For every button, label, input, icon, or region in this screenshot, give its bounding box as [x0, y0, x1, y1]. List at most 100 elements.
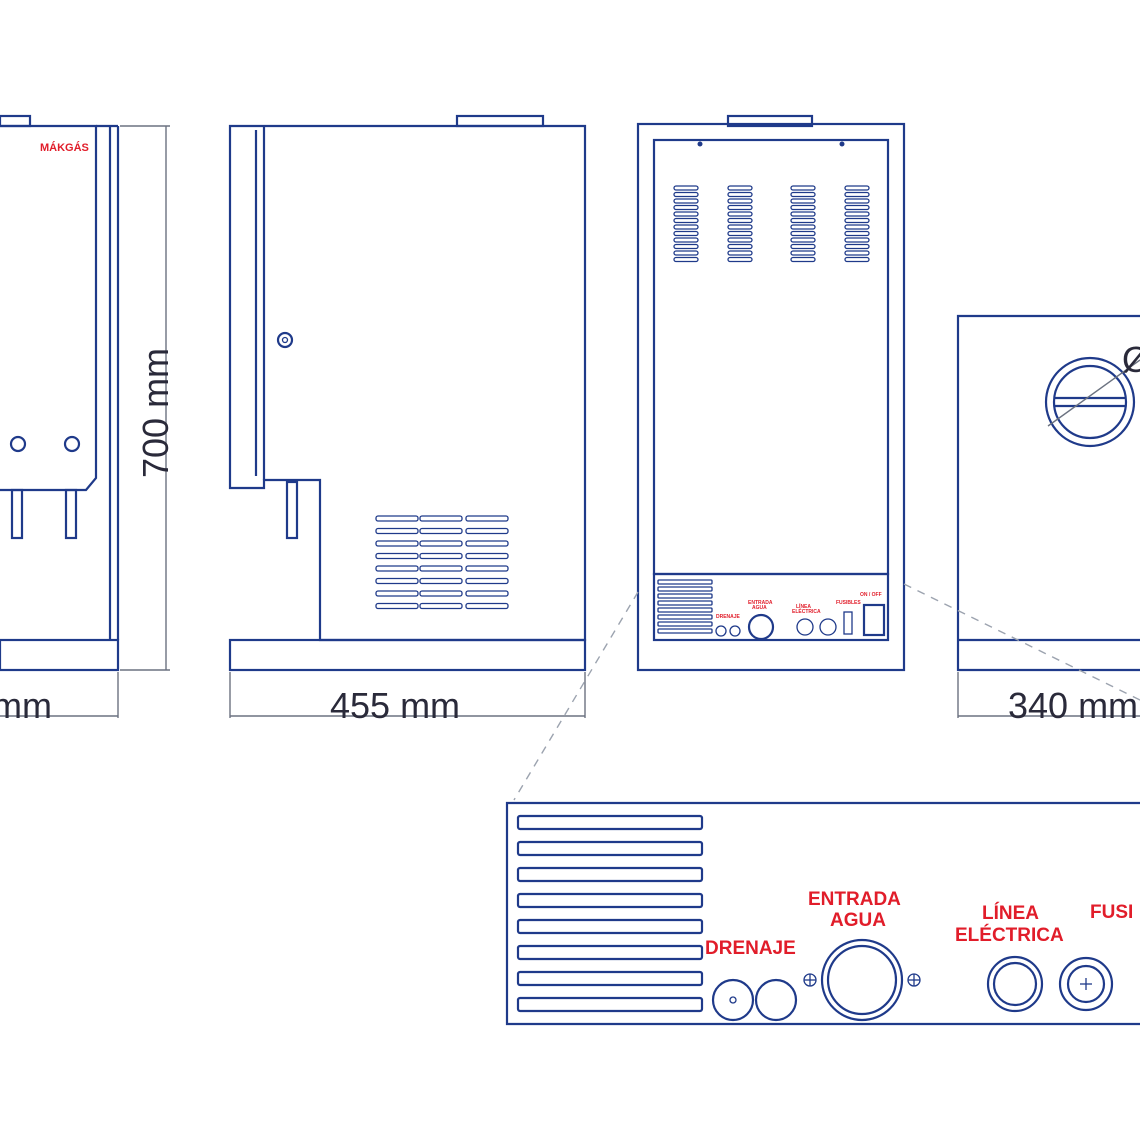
vent-slot [673, 250, 699, 256]
vent-slot [844, 198, 870, 204]
screw-icon [907, 973, 921, 987]
vent-slot [844, 250, 870, 256]
rear-connection-panel [652, 572, 890, 642]
depth-label: 455 mm [330, 685, 460, 726]
vent-slot [516, 866, 704, 883]
vent-slot [844, 211, 870, 217]
svg-text:LÍNEA: LÍNEA [796, 602, 811, 610]
right-width-dimension: 340 mm [957, 672, 1140, 726]
vent-slot [419, 565, 463, 572]
svg-text:ON / OFF: ON / OFF [860, 592, 882, 598]
vent-slot [419, 577, 463, 585]
water-inlet-icon [820, 938, 904, 1022]
vent-slot [516, 840, 704, 857]
vent-slot [727, 211, 753, 217]
vent-slot [516, 944, 704, 961]
vent-slot [727, 224, 753, 230]
vent-slot [790, 191, 816, 198]
vent-slot [657, 628, 713, 634]
detail-panel: DRENAJE ENTRADA AGUA LÍNEA ELÉCTRICA FUS… [505, 801, 1140, 1026]
vent-slot [465, 577, 509, 585]
svg-text:AGUA: AGUA [752, 605, 767, 611]
vent-slot [673, 185, 699, 191]
vent-slot [419, 540, 463, 547]
vent-slot [465, 540, 509, 547]
vent-slot [844, 185, 870, 191]
fuses-label: FUSI [1090, 902, 1133, 923]
front-view: MÁKGÁS [0, 114, 120, 672]
vent-slot [790, 243, 816, 250]
tap-icon [285, 480, 299, 540]
diameter-symbol: Ø [1122, 339, 1140, 380]
height-dimension: 700 mm [120, 125, 176, 671]
vent-slot [673, 198, 699, 204]
vent-slot [844, 230, 870, 237]
vent-slot [673, 230, 699, 237]
vent-slot [790, 217, 816, 224]
height-label: 700 mm [135, 348, 176, 478]
vent-slot [673, 204, 699, 211]
water-inlet-icon [1044, 356, 1136, 448]
vent-slot [465, 515, 509, 522]
power-line-label-2: ELÉCTRICA [955, 924, 1064, 946]
drain-port-icon [711, 978, 755, 1022]
vent-slot [673, 211, 699, 217]
vent-slot [673, 256, 699, 263]
top-view: Ø [956, 314, 1140, 672]
vent-slot [727, 191, 753, 198]
knob-icon [63, 435, 81, 453]
tap-icon [64, 488, 78, 540]
screw-icon [803, 973, 817, 987]
brand-logo: MÁKGÁS [40, 141, 89, 154]
vent-slot [673, 217, 699, 224]
side-view [228, 114, 587, 672]
svg-text:ELÉCTRICA: ELÉCTRICA [792, 607, 821, 615]
vent-slot [657, 593, 713, 599]
vent-slot [516, 918, 704, 935]
vent-slot [844, 191, 870, 198]
svg-text:ENTRADA: ENTRADA [748, 600, 773, 606]
vent-slot [727, 237, 753, 243]
right-width-label: 340 mm [1008, 685, 1138, 726]
vent-slot [844, 204, 870, 211]
vent-slot [673, 224, 699, 230]
knob-icon [9, 435, 27, 453]
vent-slot [790, 185, 816, 191]
detail-vent-grille [516, 814, 704, 1013]
vent-slot [657, 614, 713, 620]
vent-slot [727, 250, 753, 256]
vent-slot [790, 256, 816, 263]
vent-slot [727, 185, 753, 191]
vent-slot [790, 224, 816, 230]
drain-label: DRENAJE [705, 938, 796, 959]
vent-slot [657, 621, 713, 627]
svg-text:FUSIBLES: FUSIBLES [836, 600, 861, 606]
vent-slot [375, 527, 419, 535]
vent-slot [516, 892, 704, 909]
vent-slot [844, 256, 870, 263]
vent-slot [375, 515, 419, 522]
vent-slot [465, 552, 509, 560]
drain-port-icon [754, 978, 798, 1022]
vent-slot [419, 552, 463, 560]
front-width-dimension: mm [0, 672, 119, 726]
vent-slot [375, 540, 419, 547]
lock-icon [276, 331, 294, 349]
vent-slot [790, 204, 816, 211]
vent-slot [516, 970, 704, 987]
power-line-label-1: LÍNEA [982, 902, 1039, 924]
water-inlet-label-1: ENTRADA [808, 889, 901, 910]
depth-dimension: 455 mm [229, 672, 586, 726]
vent-slot [657, 579, 713, 585]
tap-icon [10, 488, 24, 540]
vent-slot [844, 243, 870, 250]
vent-slot [727, 230, 753, 237]
detail-callout-line [903, 583, 1140, 701]
vent-slot [375, 565, 419, 572]
vent-slot [673, 243, 699, 250]
vent-slot [790, 230, 816, 237]
vent-slot [465, 590, 509, 597]
water-inlet-label-2: AGUA [830, 910, 886, 931]
vent-slot [419, 602, 463, 610]
vent-slot [516, 996, 704, 1013]
